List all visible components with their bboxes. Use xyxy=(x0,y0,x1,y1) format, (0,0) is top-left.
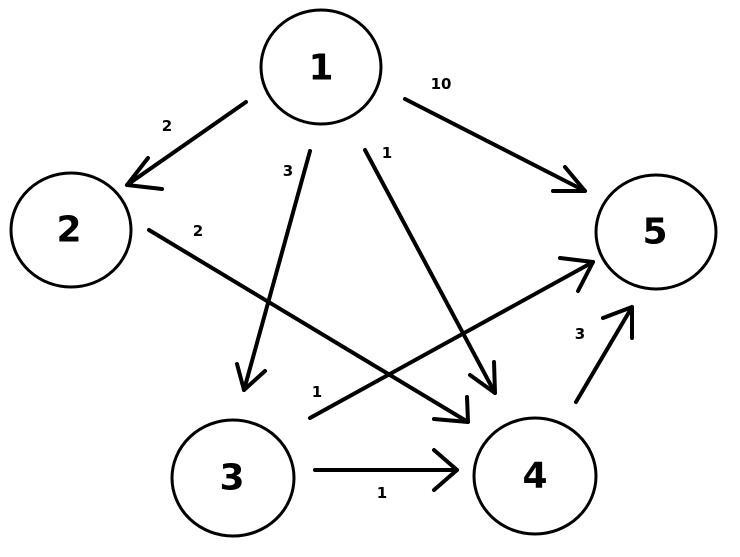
node-1: 1 xyxy=(259,8,383,126)
edge-1-3-line xyxy=(242,149,312,392)
edge-3-4-arrowhead xyxy=(432,448,459,492)
edge-2-4: 2 xyxy=(147,222,470,424)
node-3-label: 3 xyxy=(219,458,244,499)
edge-1-4-line xyxy=(363,148,497,395)
node-2-label: 2 xyxy=(56,210,81,251)
edge-2-4-arrowhead xyxy=(432,395,470,424)
edge-3-5: 1 xyxy=(308,256,595,420)
edge-2-4-line xyxy=(147,228,470,424)
node-2-circle xyxy=(9,171,133,289)
node-4-label: 4 xyxy=(522,456,547,497)
edge-4-5-line xyxy=(574,305,634,404)
node-2: 2 xyxy=(9,171,133,289)
edges: 2 3 1 10 2 1 xyxy=(125,75,634,502)
edge-3-4: 1 xyxy=(313,448,459,502)
edge-4-5-weight: 3 xyxy=(575,325,585,343)
node-3: 3 xyxy=(170,418,296,538)
nodes: 1 2 3 4 5 xyxy=(9,8,718,538)
edge-1-5-line xyxy=(403,97,587,193)
node-3-circle xyxy=(170,418,296,538)
edge-1-2-weight: 2 xyxy=(162,117,172,135)
node-5-circle xyxy=(594,173,718,291)
node-1-circle xyxy=(259,8,383,126)
edge-4-5: 3 xyxy=(574,305,634,404)
edge-1-3: 3 xyxy=(235,149,312,392)
edge-1-2: 2 xyxy=(125,100,248,191)
node-4: 4 xyxy=(472,416,598,536)
node-5: 5 xyxy=(594,173,718,291)
edge-1-2-line xyxy=(125,100,248,187)
edge-4-5-arrowhead xyxy=(601,305,634,340)
edge-3-5-arrowhead xyxy=(558,256,595,293)
edge-2-4-weight: 2 xyxy=(193,222,203,240)
edge-1-3-weight: 3 xyxy=(283,162,293,180)
node-1-label: 1 xyxy=(308,48,333,89)
edge-1-5-arrowhead xyxy=(551,165,587,193)
edge-3-5-line xyxy=(308,260,595,420)
edge-1-4-weight: 1 xyxy=(382,144,392,162)
edge-1-3-arrowhead xyxy=(235,362,267,392)
edge-1-4: 1 xyxy=(363,144,497,395)
edge-1-5: 10 xyxy=(403,75,587,193)
edge-1-5-weight: 10 xyxy=(431,75,452,93)
edge-1-4-arrowhead xyxy=(468,360,497,395)
edge-3-4-weight: 1 xyxy=(377,484,387,502)
edge-1-2-arrowhead xyxy=(125,156,164,191)
edge-3-5-weight: 1 xyxy=(312,383,322,401)
node-5-label: 5 xyxy=(642,212,667,253)
node-4-circle xyxy=(472,416,598,536)
